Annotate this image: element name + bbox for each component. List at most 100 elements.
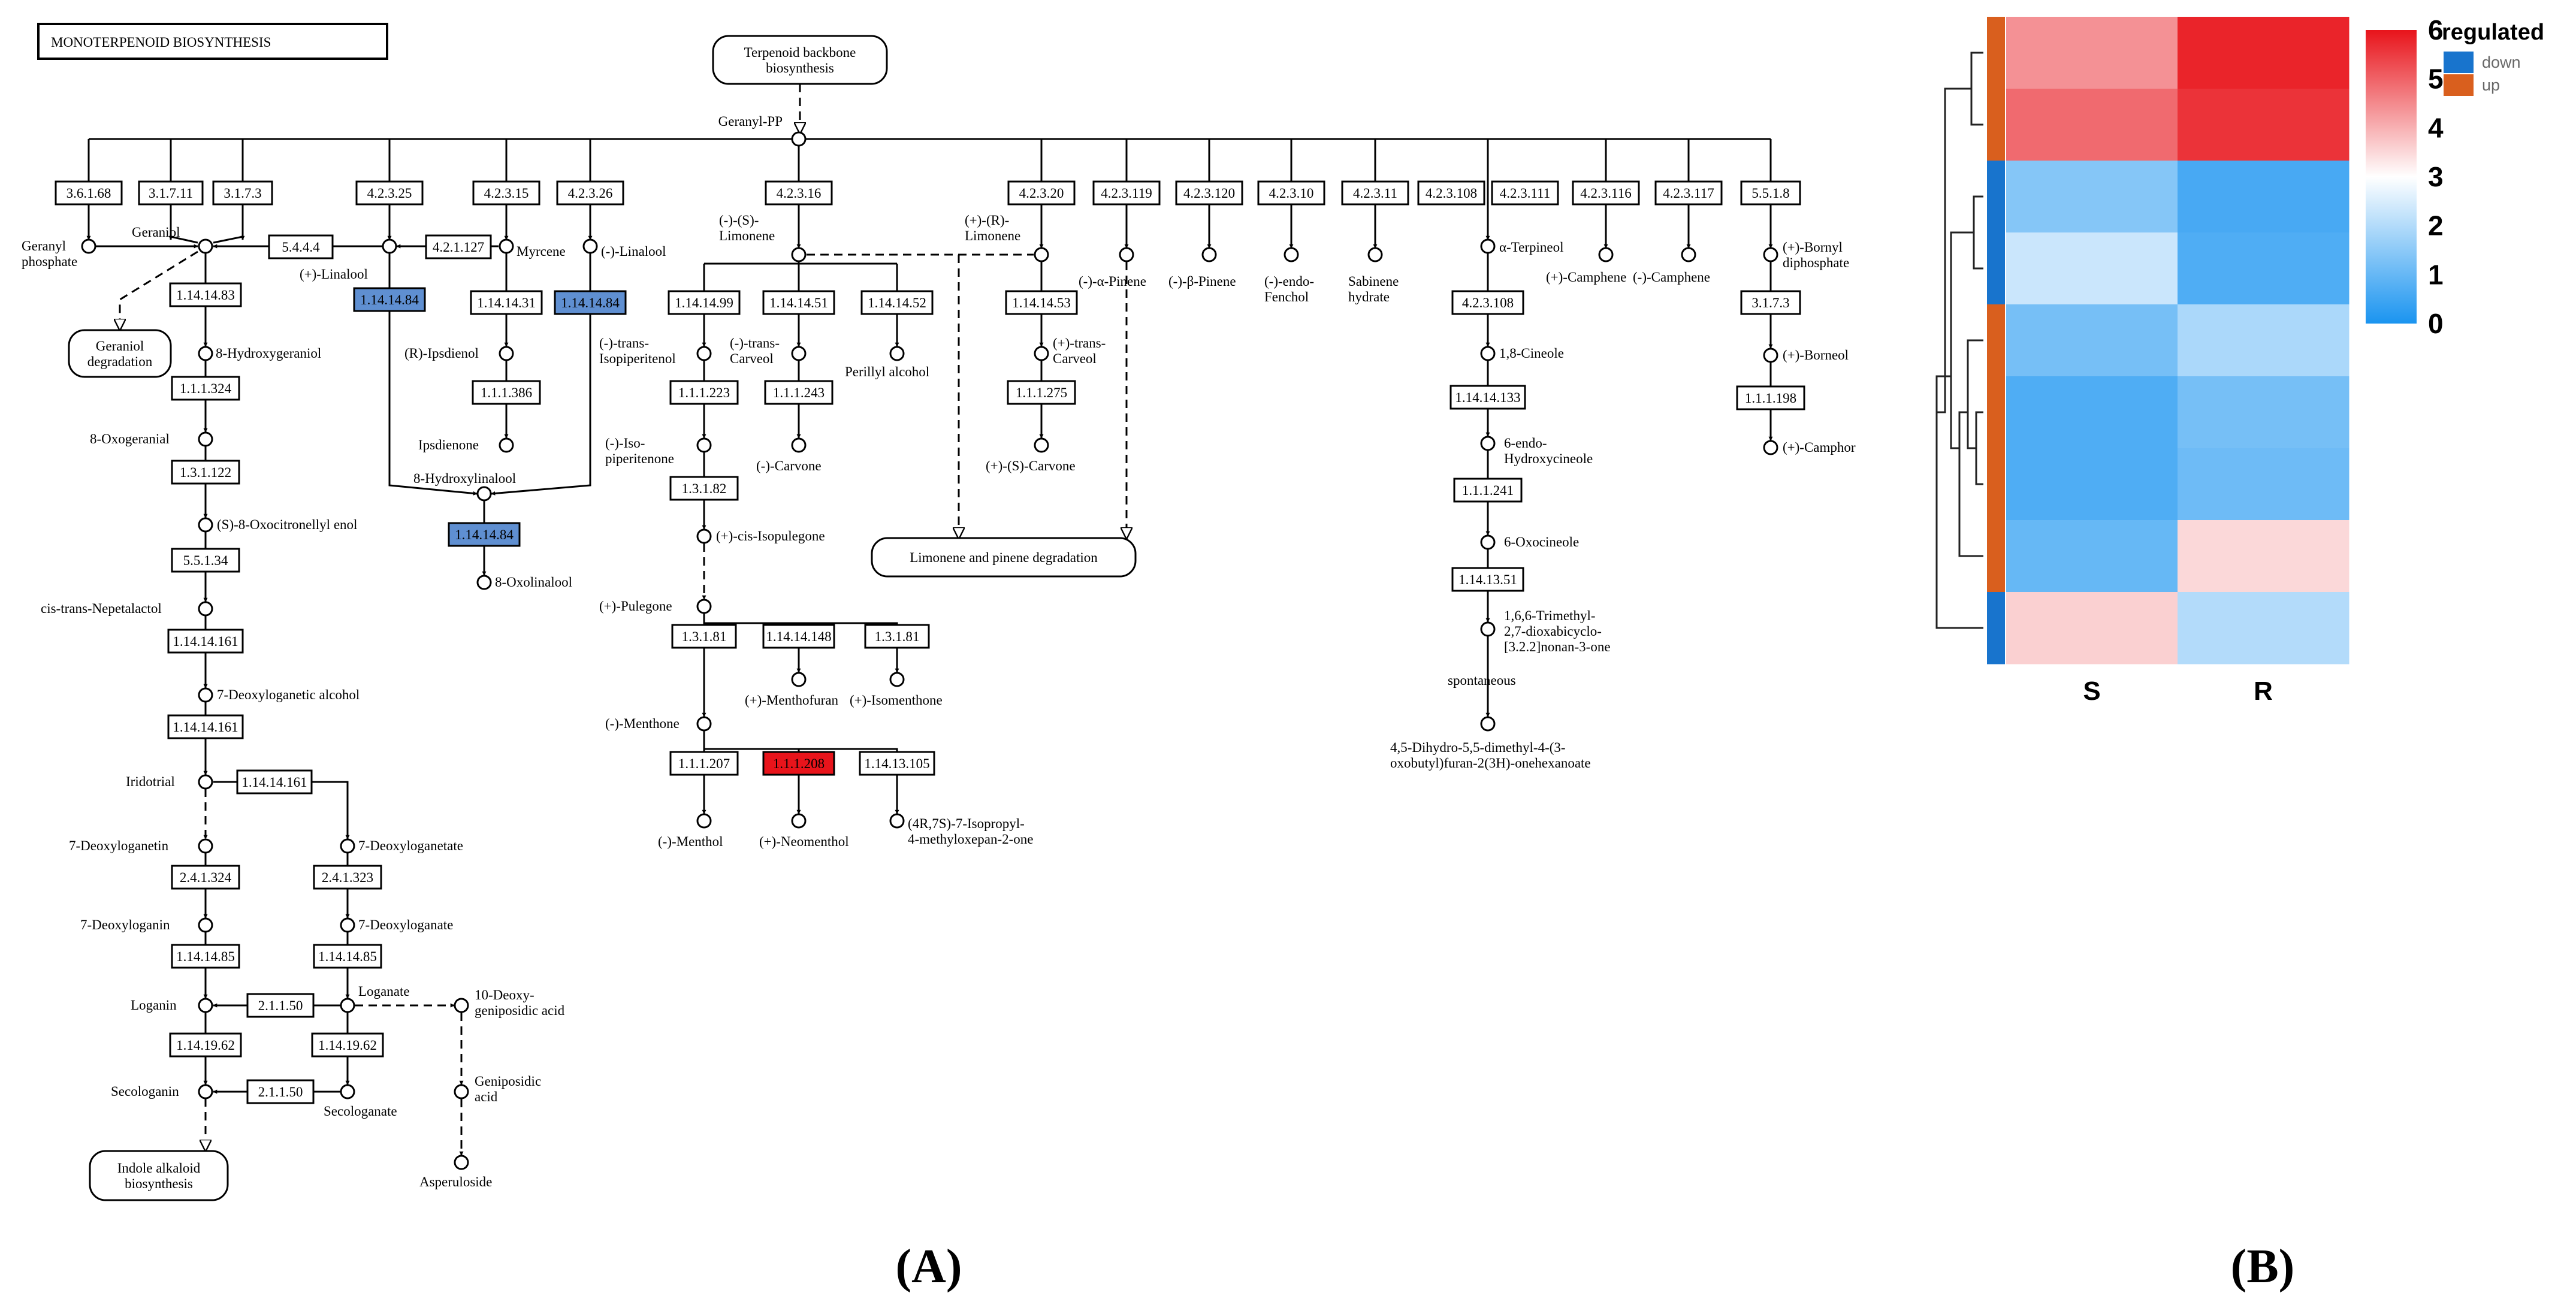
compound-node[interactable] [1201,247,1217,262]
compound-node[interactable] [889,672,905,687]
enzyme-1-14-14-84[interactable]: 1.14.14.84 [448,522,521,547]
compound-bor[interactable]: (+)-Borneol [1763,348,1849,363]
compound-node[interactable] [1119,247,1134,262]
compound-node[interactable] [198,238,213,254]
compound-node[interactable] [696,599,712,614]
enzyme-1-14-14-31[interactable]: 1.14.14.31 [470,290,543,315]
compound-node[interactable] [696,716,712,732]
compound-node[interactable] [198,687,213,703]
enzyme-4-2-3-15[interactable]: 4.2.3.15 [472,180,540,206]
enzyme-4-2-3-25[interactable]: 4.2.3.25 [355,180,424,206]
enzyme-1-1-1-275[interactable]: 1.1.1.275 [1007,380,1076,405]
compound-asp[interactable]: Asperuloside [419,1155,492,1189]
compound-node[interactable] [1480,346,1496,361]
compound-node[interactable] [499,238,514,254]
enzyme-1-1-1-198[interactable]: 1.1.1.198 [1736,385,1805,410]
compound-node[interactable] [791,247,807,262]
enzyme-4-2-3-20[interactable]: 4.2.3.20 [1007,180,1076,206]
compound-6ox[interactable]: 6-Oxocineole [1480,534,1579,550]
compound-node[interactable] [1034,247,1049,262]
compound-ipd[interactable]: Ipsdienone [418,437,514,453]
compound-node[interactable] [340,838,355,854]
compound-8hl[interactable]: 8-Hydroxylinalool [413,471,516,502]
compound-bpin[interactable]: (-)-β-Pinene [1168,247,1236,289]
enzyme-1-14-14-85[interactable]: 1.14.14.85 [313,944,382,969]
compound-apin[interactable]: (-)-α-Pinene [1079,247,1146,289]
compound-node[interactable] [1480,716,1496,732]
enzyme-1-14-14-53[interactable]: 1.14.14.53 [1005,290,1078,315]
enzyme-3-6-1-68[interactable]: 3.6.1.68 [55,180,123,206]
compound-spo[interactable]: spontaneous [1448,673,1516,688]
compound-oxe[interactable]: (S)-8-Oxocitronellyl enol [198,517,357,533]
compound-dhd[interactable]: 4,5-Dihydro-5,5-dimethyl-4-(3-oxobutyl)f… [1390,716,1591,771]
enzyme-2-4-1-323[interactable]: 2.4.1.323 [313,865,382,890]
compound-lim2[interactable]: (+)-(R)-Limonene [965,213,1049,262]
enzyme-5-5-1-8[interactable]: 5.5.1.8 [1740,180,1801,206]
enzyme-4-2-3-116[interactable]: 4.2.3.116 [1572,180,1640,206]
compound-7dl[interactable]: 7-Deoxyloganetin [69,838,213,854]
compound-node[interactable] [1034,437,1049,453]
compound-node[interactable] [476,575,492,590]
enzyme-1-14-14-99[interactable]: 1.14.14.99 [668,290,741,315]
compound-car1[interactable]: (-)-Carvone [756,437,822,473]
compound-ger[interactable]: Geraniol [132,225,213,254]
compound-loga[interactable]: Loganate [340,984,410,1013]
compound-node[interactable] [696,437,712,453]
compound-node[interactable] [198,838,213,854]
compound-cam[interactable]: (+)-Camphor [1763,440,1856,455]
compound-node[interactable] [198,601,213,617]
compound-node[interactable] [1480,621,1496,637]
enzyme-3-1-7-3[interactable]: 3.1.7.3 [212,180,273,206]
compound-fen[interactable]: (-)-endo-Fenchol [1264,247,1314,304]
enzyme-1-1-1-241[interactable]: 1.1.1.241 [1453,478,1523,503]
compound-7dga[interactable]: 7-Deoxyloganate [340,917,453,933]
enzyme-4-2-3-108[interactable]: 4.2.3.108 [1451,290,1524,315]
enzyme-4-2-3-117[interactable]: 4.2.3.117 [1654,180,1723,206]
compound-nep[interactable]: cis-trans-Nepetalactol [41,601,213,617]
compound-sec[interactable]: Secologanin [111,1084,213,1099]
enzyme-1-3-1-81[interactable]: 1.3.1.81 [671,624,737,649]
compound-ips[interactable]: (R)-Ipsdienol [404,346,514,361]
compound-8og[interactable]: 8-Oxogeranial [90,431,213,447]
enzyme-1-14-14-84[interactable]: 1.14.14.84 [353,287,426,312]
enzyme-4-2-3-11[interactable]: 4.2.3.11 [1341,180,1409,206]
enzyme-3-1-7-11[interactable]: 3.1.7.11 [138,180,204,206]
enzyme-1-14-19-62[interactable]: 1.14.19.62 [169,1032,242,1058]
enzyme-2-4-1-324[interactable]: 2.4.1.324 [171,865,240,890]
enzyme-1-3-1-122[interactable]: 1.3.1.122 [171,460,240,485]
enzyme-1-1-1-243[interactable]: 1.1.1.243 [764,380,833,405]
compound-node[interactable] [1284,247,1299,262]
compound-node[interactable] [696,346,712,361]
compound-camp2[interactable]: (-)-Camphene [1633,247,1710,285]
compound-node[interactable] [791,346,807,361]
compound-node[interactable] [1480,436,1496,451]
compound-pul[interactable]: (+)-Pulegone [599,599,712,614]
compound-node[interactable] [889,346,905,361]
enzyme-1-14-14-52[interactable]: 1.14.14.52 [860,290,934,315]
compound-node[interactable] [1480,238,1496,254]
compound-10d[interactable]: 10-Deoxy-geniposidic acid [454,987,565,1018]
compound-node[interactable] [1763,348,1778,363]
compound-cis[interactable]: (+)-cis-Isopulegone [696,528,825,544]
compound-node[interactable] [1598,247,1614,262]
enzyme-4-2-1-127[interactable]: 4.2.1.127 [425,234,492,259]
enzyme-1-14-13-51[interactable]: 1.14.13.51 [1451,567,1524,592]
enzyme-4-2-3-119[interactable]: 4.2.3.119 [1092,180,1161,206]
compound-7da[interactable]: 7-Deoxyloganetic alcohol [198,687,360,703]
compound-node[interactable] [1763,440,1778,455]
compound-node[interactable] [454,1084,469,1099]
compound-tip[interactable]: (-)-trans-Isopiperitenol [599,336,712,366]
enzyme-5-5-1-34[interactable]: 5.5.1.34 [171,548,240,573]
compound-8hg[interactable]: 8-Hydroxygeraniol [198,346,321,361]
compound-node[interactable] [582,238,598,254]
enzyme-4-2-3-111[interactable]: 4.2.3.111 [1491,180,1559,206]
compound-mol[interactable]: (-)-Menthol [658,813,723,849]
enzyme-1-14-14-161[interactable]: 1.14.14.161 [167,714,244,739]
enzyme-2-1-1-50[interactable]: 2.1.1.50 [246,993,315,1018]
enzyme-4-2-3-26[interactable]: 4.2.3.26 [556,180,624,206]
